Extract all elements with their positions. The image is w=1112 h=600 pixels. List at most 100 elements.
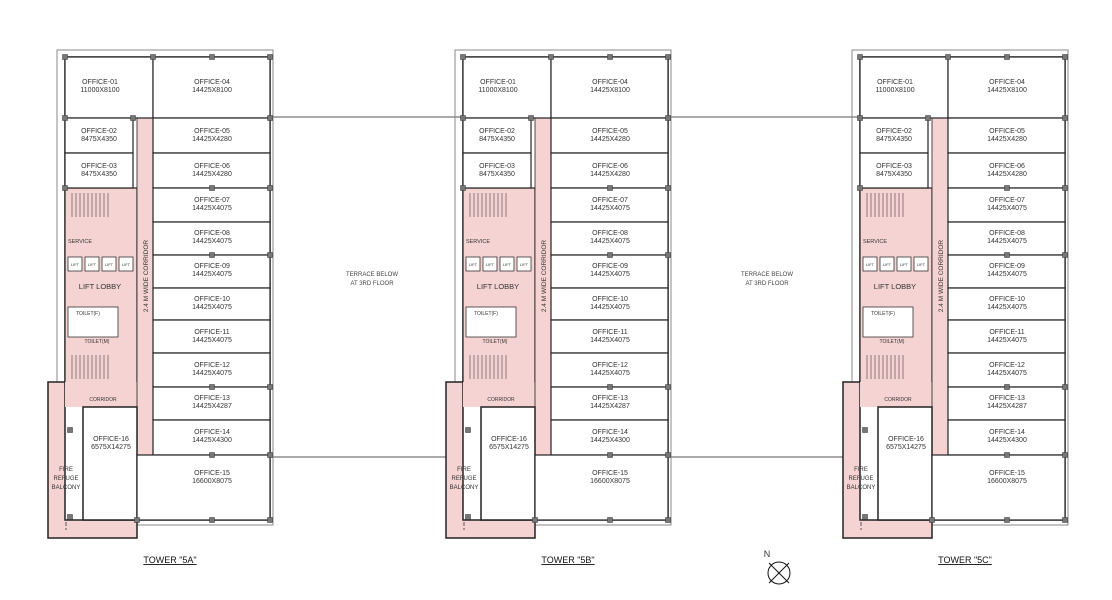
room-dimension: 14425X4075 <box>590 304 630 311</box>
room-dimension: 8475X4350 <box>876 171 912 178</box>
room-name: OFFICE-02 <box>479 128 515 135</box>
room-dimension: 11000X8100 <box>875 87 914 94</box>
room-dimension: 16600X8075 <box>987 478 1027 485</box>
room-dimension: 14425X4300 <box>987 437 1027 444</box>
room-dimension: 14425X4280 <box>590 171 630 178</box>
room-name: OFFICE-04 <box>592 79 628 86</box>
tower-title: TOWER "5C" <box>938 555 992 565</box>
lift-label: LIFT <box>917 262 926 267</box>
room-dimension: 8475X4350 <box>876 136 912 143</box>
room-name: OFFICE-10 <box>989 296 1025 303</box>
room-name: OFFICE-01 <box>480 79 516 86</box>
room-dimension: 14425X8100 <box>590 87 630 94</box>
wide-corridor-label: 2.4 M WIDE CORRIDOR <box>938 240 945 313</box>
room-dimension: 8475X4350 <box>479 171 515 178</box>
lift-label: LIFT <box>469 262 478 267</box>
room-name: OFFICE-13 <box>194 395 230 402</box>
room-dimension: 14425X4075 <box>590 337 630 344</box>
room-name: OFFICE-09 <box>194 263 230 270</box>
tower-title: TOWER "5A" <box>143 555 196 565</box>
room-dimension: 14425X8100 <box>192 87 232 94</box>
lift-lobby-label: LIFT LOBBY <box>79 282 121 291</box>
room-name: OFFICE-10 <box>194 296 230 303</box>
lift-label: LIFT <box>520 262 529 267</box>
room-dimension: 16600X8075 <box>590 478 630 485</box>
room-dimension: 14425X4280 <box>192 171 232 178</box>
room-dimension: 14425X4075 <box>590 238 630 245</box>
room-dimension: 14425X4075 <box>590 370 630 377</box>
lift-label: LIFT <box>866 262 875 267</box>
lift-label: LIFT <box>503 262 512 267</box>
room-name: OFFICE-15 <box>592 470 628 477</box>
balcony-label-line: REFUGE <box>53 476 78 482</box>
room-dimension: 14425X4300 <box>590 437 630 444</box>
room-name: OFFICE-01 <box>877 79 913 86</box>
room-name: OFFICE-07 <box>194 197 230 204</box>
room-dimension: 14425X4075 <box>192 337 232 344</box>
wide-corridor-label: 2.4 M WIDE CORRIDOR <box>541 240 548 313</box>
terrace-note-line: AT 3RD FLOOR <box>745 281 789 287</box>
balcony-label-line: BALCONY <box>52 485 81 491</box>
room-name: OFFICE-06 <box>989 163 1025 170</box>
room-name: OFFICE-08 <box>592 230 628 237</box>
service-label: SERVICE <box>466 239 490 245</box>
room-dimension: 14425X4075 <box>987 304 1027 311</box>
corridor-label: CORRIDOR <box>487 397 515 403</box>
service-label: SERVICE <box>68 239 92 245</box>
room-dimension: 6575X14275 <box>886 444 926 451</box>
room-name: OFFICE-04 <box>194 79 230 86</box>
toilet-m-label: TOILET(M) <box>483 339 508 345</box>
room-name: OFFICE-05 <box>592 128 628 135</box>
room-name: OFFICE-16 <box>93 436 129 443</box>
room-dimension: 14425X4300 <box>192 437 232 444</box>
room-name: OFFICE-14 <box>592 429 628 436</box>
room-name: OFFICE-02 <box>876 128 912 135</box>
tower-title: TOWER "5B" <box>541 555 594 565</box>
room-dimension: 14425X4075 <box>987 370 1027 377</box>
room-dimension: 6575X14275 <box>489 444 529 451</box>
lift-label: LIFT <box>71 262 80 267</box>
room-name: OFFICE-05 <box>194 128 230 135</box>
room-dimension: 14425X4075 <box>590 205 630 212</box>
room-name: OFFICE-04 <box>989 79 1025 86</box>
room-dimension: 14425X4075 <box>192 271 232 278</box>
room-name: OFFICE-11 <box>194 329 229 336</box>
room-name: OFFICE-08 <box>194 230 230 237</box>
room-name: OFFICE-06 <box>592 163 628 170</box>
corridor-label: CORRIDOR <box>884 397 912 403</box>
room-name: OFFICE-01 <box>82 79 118 86</box>
room-dimension: 8475X4350 <box>479 136 515 143</box>
room-name: OFFICE-03 <box>81 163 117 170</box>
room-dimension: 14425X4075 <box>987 205 1027 212</box>
room-name: OFFICE-08 <box>989 230 1025 237</box>
room-name: OFFICE-06 <box>194 163 230 170</box>
north-arrow-icon: N <box>764 549 791 585</box>
room-dimension: 14425X4287 <box>987 403 1027 410</box>
room-name: OFFICE-15 <box>989 470 1025 477</box>
